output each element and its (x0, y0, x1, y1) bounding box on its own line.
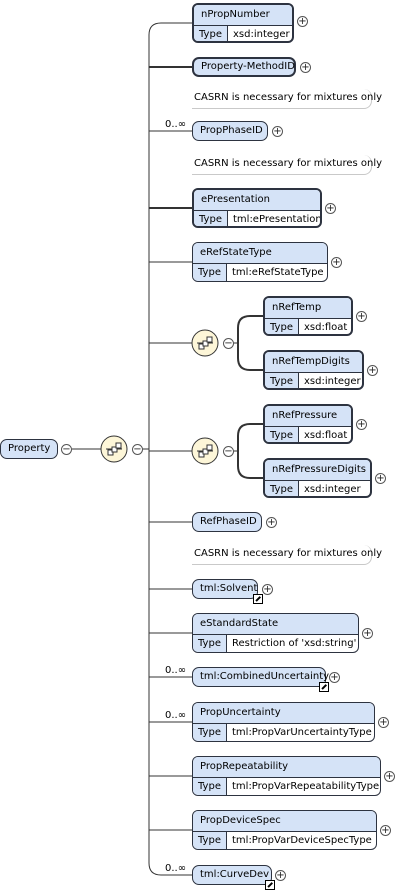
expand-icon[interactable]: + (380, 825, 391, 836)
element-name: RefPhaseID (200, 516, 257, 527)
expand-icon[interactable]: + (262, 584, 273, 595)
element-PropUncertainty[interactable]: PropUncertainty Type tml:PropVarUncertain… (192, 702, 375, 742)
element-tml-CurveDev[interactable]: tml:CurveDev (192, 865, 272, 885)
element-Property-MethodID[interactable]: Property-MethodID (192, 57, 296, 77)
element-name: eRefStateType (193, 243, 327, 263)
expand-icon[interactable]: + (362, 628, 373, 639)
element-tml-Solvent[interactable]: tml:Solvent (192, 579, 258, 599)
type-label: Type (193, 724, 227, 741)
element-name: PropDeviceSpec (193, 811, 376, 831)
element-tml-CombinedUncertainty[interactable]: tml:CombinedUncertainty (192, 667, 330, 687)
element-RefPhaseID[interactable]: RefPhaseID (192, 512, 262, 532)
element-name: nRefTemp (265, 298, 351, 318)
element-name: nPropNumber (194, 5, 292, 25)
expand-icon[interactable]: + (375, 473, 386, 484)
expand-icon[interactable]: + (325, 203, 336, 214)
element-nRefTemp[interactable]: nRefTemp Type xsd:float (263, 296, 353, 336)
element-eStandardState[interactable]: eStandardState Type Restriction of 'xsd:s… (192, 613, 359, 653)
element-nRefTempDigits[interactable]: nRefTempDigits Type xsd:integer (263, 350, 364, 390)
type-label: Type (193, 778, 227, 795)
cardinality-label: 0..∞ (165, 710, 187, 721)
cardinality-label: 0..∞ (165, 863, 187, 874)
element-name: PropPhaseID (200, 125, 263, 136)
expand-icon[interactable]: + (356, 419, 367, 430)
element-PropRepeatability[interactable]: PropRepeatability Type tml:PropVarRepeata… (192, 756, 381, 796)
reference-arrow-icon (253, 594, 263, 604)
annotation-note: CASRN is necessary for mixtures only (192, 545, 382, 565)
root-element-property[interactable]: Property (0, 439, 58, 459)
type-label: Type (193, 264, 227, 281)
choice-icon[interactable] (196, 334, 214, 352)
type-label: Type (194, 26, 228, 41)
collapse-icon[interactable]: − (61, 444, 72, 455)
type-value: tml:ePresentation (233, 214, 322, 225)
sequence-icon[interactable] (105, 440, 123, 458)
type-value: xsd:integer (304, 484, 361, 495)
element-name: ePresentation (194, 190, 320, 210)
reference-arrow-icon (265, 880, 275, 890)
expand-icon[interactable]: + (356, 311, 367, 322)
expand-icon[interactable]: + (331, 257, 342, 268)
expand-icon[interactable]: + (266, 517, 277, 528)
element-nRefPressure[interactable]: nRefPressure Type xsd:float (263, 404, 353, 444)
type-label: Type (265, 427, 299, 442)
element-PropDeviceSpec[interactable]: PropDeviceSpec Type tml:PropVarDeviceSpec… (192, 810, 377, 850)
choice-icon[interactable] (196, 442, 214, 460)
type-value: Restriction of 'xsd:string' (232, 638, 357, 649)
type-value: xsd:integer (233, 29, 290, 40)
type-value: tml:PropVarUncertaintyType (232, 727, 372, 738)
element-name: tml:CombinedUncertainty (200, 671, 330, 682)
element-name: nRefPressureDigits (265, 460, 370, 480)
element-name: PropRepeatability (193, 757, 380, 777)
expand-icon[interactable]: + (300, 62, 311, 73)
expand-icon[interactable]: + (378, 717, 389, 728)
expand-icon[interactable]: + (384, 771, 395, 782)
element-eRefStateType[interactable]: eRefStateType Type tml:eRefStateType (192, 242, 328, 282)
element-PropPhaseID[interactable]: PropPhaseID (192, 121, 268, 141)
type-label: Type (265, 373, 299, 388)
element-name: nRefPressure (265, 406, 351, 426)
expand-icon[interactable]: + (297, 16, 308, 27)
root-element-label: Property (8, 443, 51, 454)
expand-icon[interactable]: + (367, 365, 378, 376)
reference-arrow-icon (319, 682, 329, 692)
type-value: tml:PropVarRepeatabilityType (232, 781, 380, 792)
element-name: nRefTempDigits (265, 352, 362, 372)
collapse-icon[interactable]: − (132, 444, 143, 455)
type-value: tml:eRefStateType (232, 267, 324, 278)
annotation-note: CASRN is necessary for mixtures only (192, 155, 382, 175)
type-label: Type (193, 635, 227, 652)
element-name: Property-MethodID (201, 61, 295, 72)
cardinality-label: 0..∞ (165, 119, 187, 130)
element-ePresentation[interactable]: ePresentation Type tml:ePresentation (192, 188, 322, 228)
expand-icon[interactable]: + (272, 126, 283, 137)
type-label: Type (193, 832, 227, 849)
element-name: PropUncertainty (193, 703, 374, 723)
collapse-icon[interactable]: − (223, 338, 234, 349)
expand-icon[interactable]: + (275, 870, 286, 881)
element-name: tml:CurveDev (200, 869, 270, 880)
element-name: eStandardState (193, 614, 358, 634)
type-value: xsd:float (304, 430, 348, 441)
element-nPropNumber[interactable]: nPropNumber Type xsd:integer (192, 3, 294, 43)
type-label: Type (265, 481, 299, 496)
type-label: Type (265, 319, 299, 334)
expand-icon[interactable]: + (329, 672, 340, 683)
cardinality-label: 0..∞ (165, 665, 187, 676)
type-value: tml:PropVarDeviceSpecType (232, 835, 372, 846)
element-nRefPressureDigits[interactable]: nRefPressureDigits Type xsd:integer (263, 458, 372, 498)
type-label: Type (194, 211, 228, 226)
annotation-note: CASRN is necessary for mixtures only (192, 89, 382, 109)
type-value: xsd:integer (304, 376, 361, 387)
type-value: xsd:float (304, 322, 348, 333)
element-name: tml:Solvent (200, 583, 258, 594)
collapse-icon[interactable]: − (223, 446, 234, 457)
